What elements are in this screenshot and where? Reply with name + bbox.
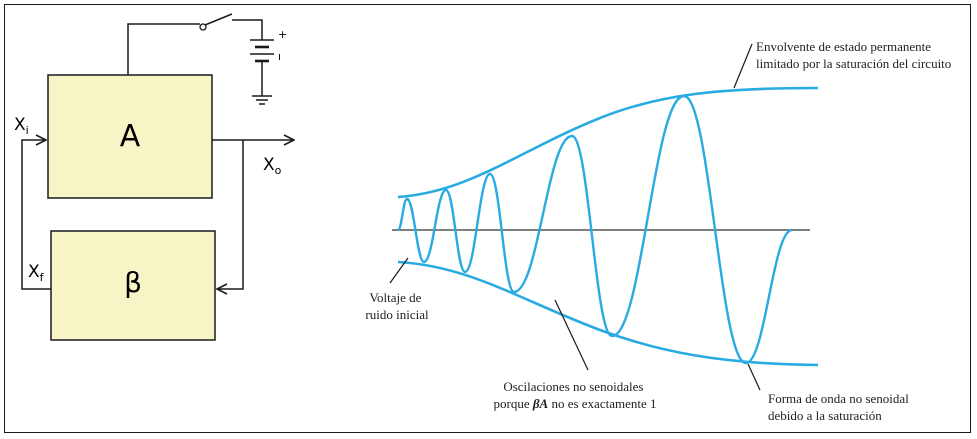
nonsinusoidal-annotation: Oscilaciones no senoidales porque βA no … (494, 379, 657, 411)
supply-wire (127, 23, 200, 75)
oscillation-waveform (396, 94, 793, 365)
battery-minus-label: ı (278, 50, 281, 63)
battery-plus-label: + (278, 28, 287, 41)
amplifier-block (47, 74, 213, 199)
noise-annotation: Voltaje de ruido inicial (365, 290, 429, 322)
feedback-block (50, 230, 216, 341)
amplifier-label: A (120, 119, 141, 154)
switch-lever (204, 13, 233, 26)
input-signal-label: Xi (14, 115, 29, 137)
noise-leader-line (389, 257, 409, 284)
upper-envelope (397, 86, 819, 199)
waveform-diagram: Envolvente de estado permanente limitado… (365, 39, 951, 423)
input-feedback-arrow (21, 140, 51, 290)
nonsinusoidal-leader-line (554, 299, 589, 371)
envelope-leader-line (733, 43, 753, 89)
lower-envelope (397, 260, 819, 367)
switch-contact (199, 23, 207, 31)
battery-icon (250, 39, 274, 63)
supply-wire-2 (232, 19, 263, 40)
waveform-annotation: Forma de onda no senoidal debido a la sa… (768, 391, 912, 423)
block-diagram: A β + ı Xi Xo (14, 13, 294, 341)
feedback-signal-label: Xf (28, 262, 45, 284)
feedback-path-arrow (217, 140, 244, 289)
feedback-label: β (124, 266, 142, 299)
envelope-annotation: Envolvente de estado permanente limitado… (756, 39, 951, 71)
ground-icon (252, 95, 272, 105)
output-signal-label: Xo (263, 155, 282, 177)
waveform-leader-line (747, 363, 761, 391)
